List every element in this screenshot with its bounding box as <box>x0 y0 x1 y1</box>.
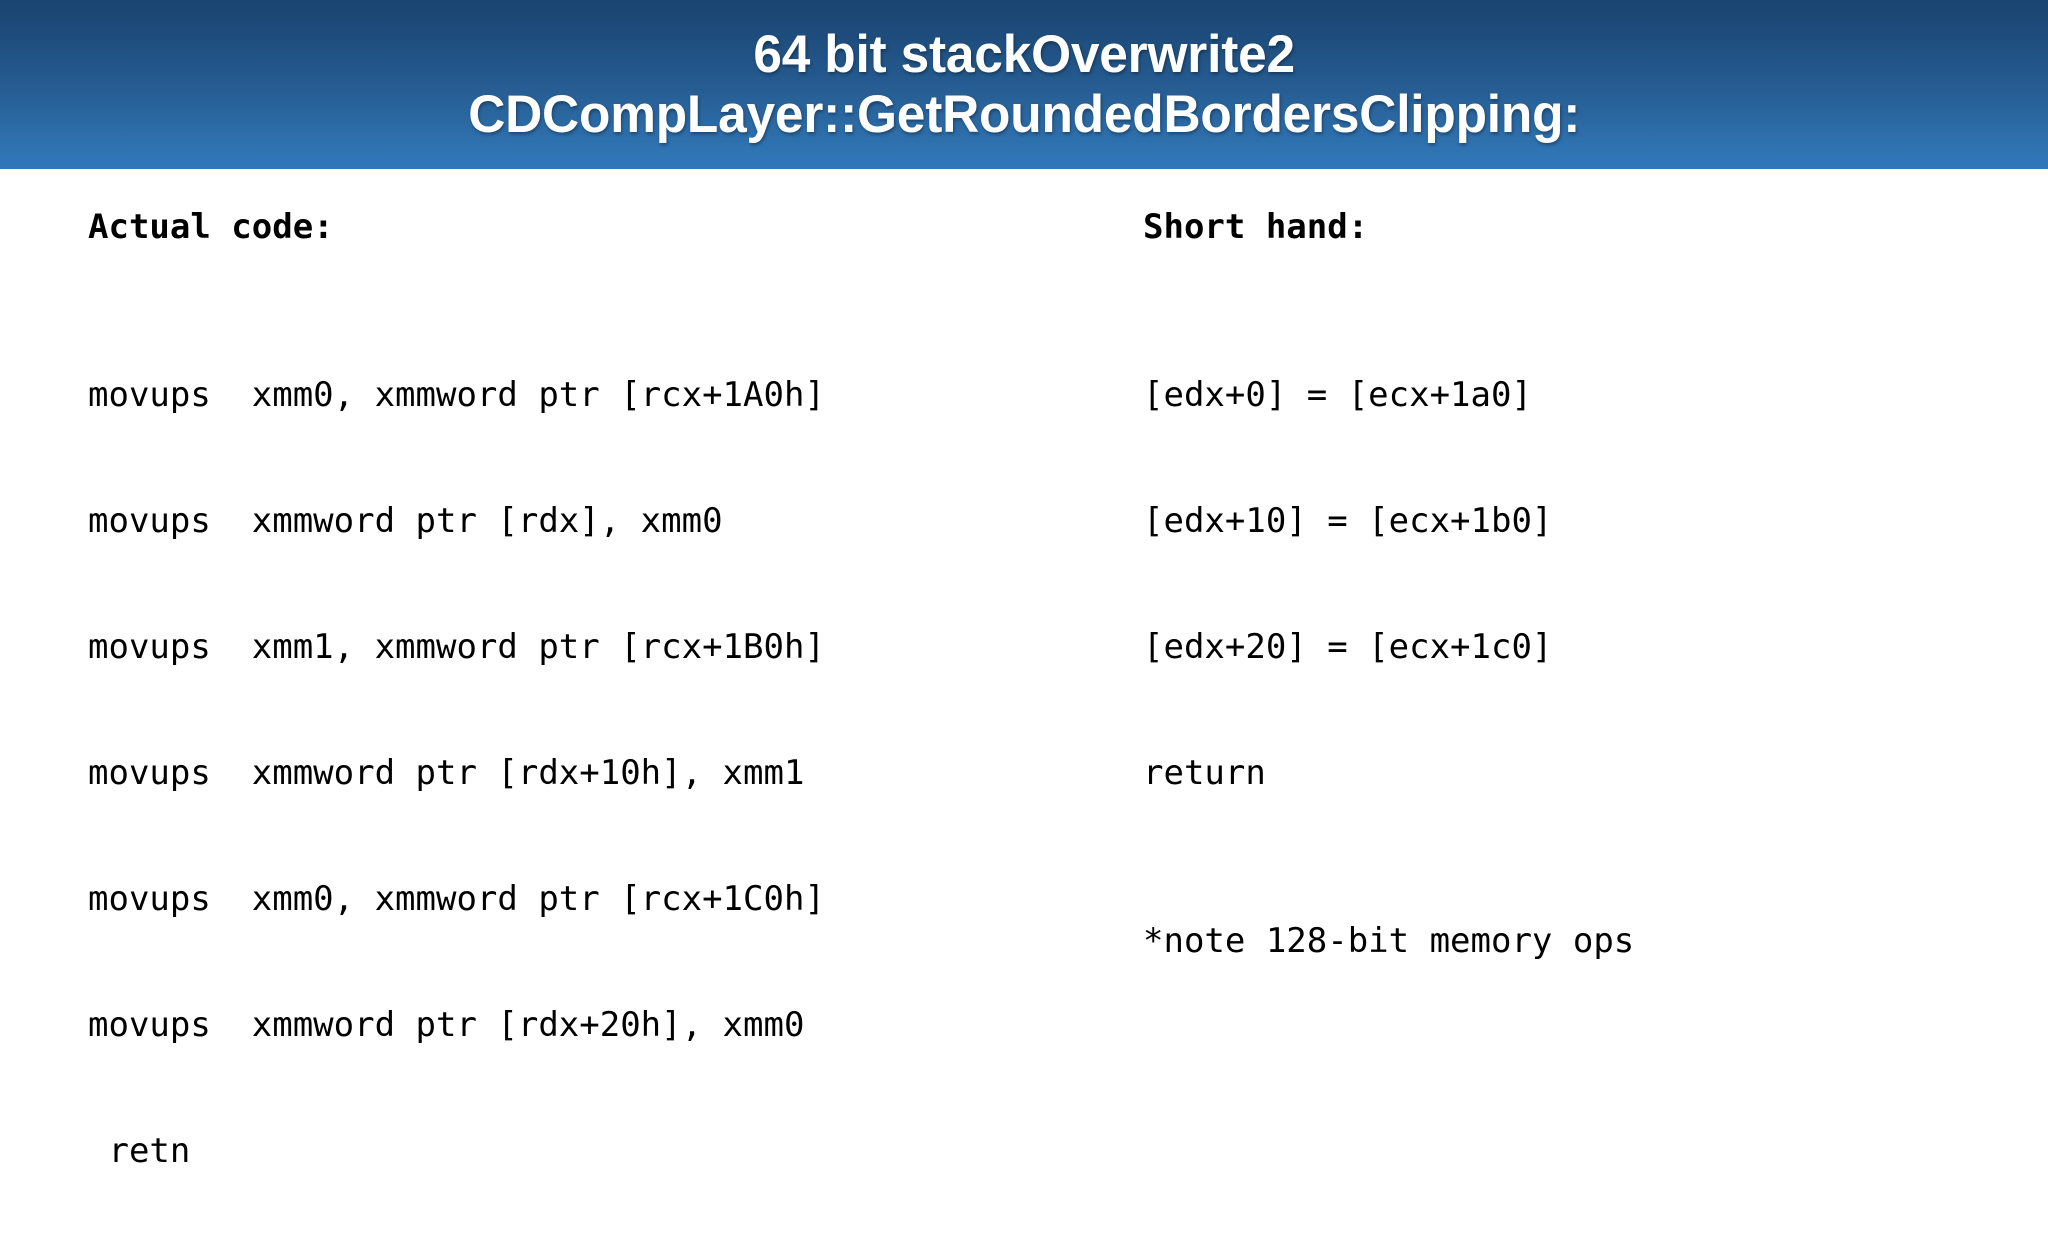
slide-title-line-1: 64 bit stackOverwrite2 <box>753 24 1295 84</box>
memory-ops-note: *note 128-bit memory ops <box>1143 921 1635 961</box>
slide-title-band: 64 bit stackOverwrite2 CDCompLayer::GetR… <box>0 0 2048 169</box>
code-line: movups xmmword ptr [rdx+10h], xmm1 <box>88 753 805 793</box>
code-line: [edx+10] = [ecx+1b0] <box>1143 501 1553 541</box>
short-hand-column: Short hand: [edx+0] = [ecx+1a0] [edx+10]… <box>1143 169 2003 962</box>
code-line: movups xmm1, xmmword ptr [rcx+1B0h] <box>88 627 825 667</box>
code-line: return <box>1143 753 1266 793</box>
code-line: movups xmm0, xmmword ptr [rcx+1A0h] <box>88 375 825 415</box>
slide-body: Actual code: movups xmm0, xmmword ptr [r… <box>0 169 2048 1171</box>
code-line: [edx+20] = [ecx+1c0] <box>1143 627 1553 667</box>
actual-code-listing: movups xmm0, xmmword ptr [rcx+1A0h] movu… <box>88 248 1078 1256</box>
short-hand-heading: Short hand: <box>1143 207 1369 247</box>
short-hand-listing: [edx+0] = [ecx+1a0] [edx+10] = [ecx+1b0]… <box>1143 248 2003 878</box>
actual-code-heading: Actual code: <box>88 207 334 247</box>
code-line: [edx+0] = [ecx+1a0] <box>1143 375 1532 415</box>
code-line: retn <box>88 1131 191 1171</box>
slide-root: 64 bit stackOverwrite2 CDCompLayer::GetR… <box>0 0 2048 1171</box>
code-line: movups xmmword ptr [rdx], xmm0 <box>88 501 723 541</box>
code-line: movups xmmword ptr [rdx+20h], xmm0 <box>88 1005 805 1045</box>
actual-code-column: Actual code: movups xmm0, xmmword ptr [r… <box>88 169 1078 1256</box>
code-line: movups xmm0, xmmword ptr [rcx+1C0h] <box>88 879 825 919</box>
slide-title-line-2: CDCompLayer::GetRoundedBordersClipping: <box>467 84 1581 144</box>
